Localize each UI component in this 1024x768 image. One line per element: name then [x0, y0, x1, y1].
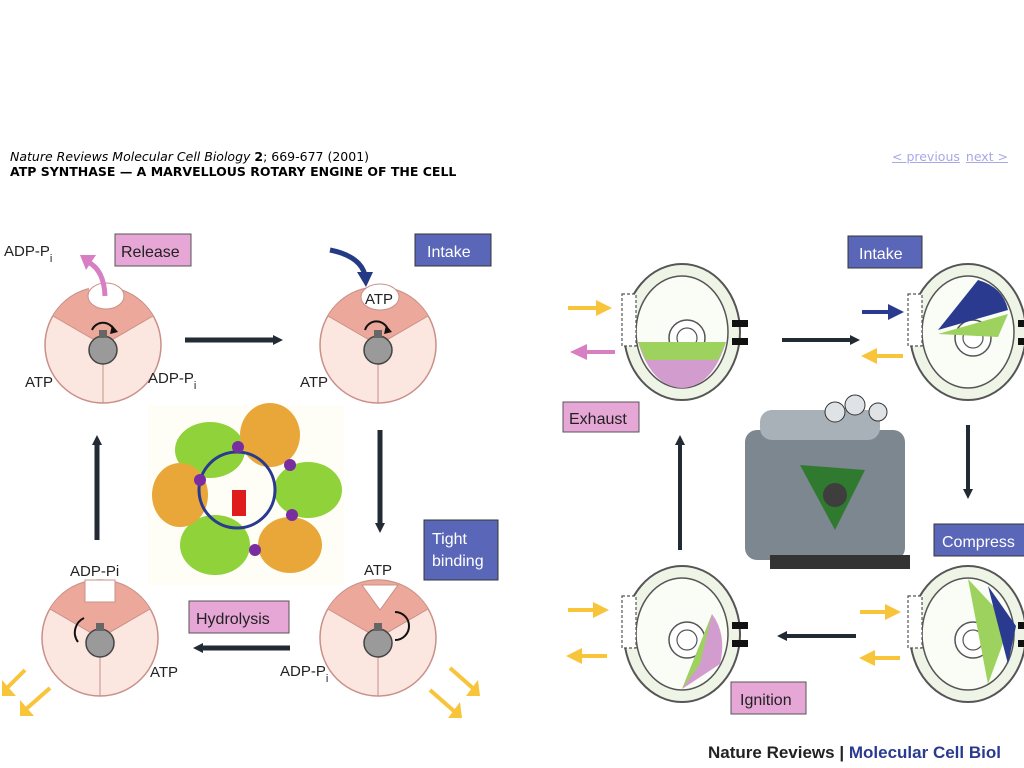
release-label-box	[114, 233, 192, 267]
release-pocket	[87, 282, 125, 310]
hydrolysis-label: Hydrolysis	[196, 611, 270, 628]
left-binding-change-panel: Release Intake Tight binding Hydrolysis …	[2, 233, 499, 718]
atp-tl-label: ATP	[25, 374, 53, 391]
ignition-flow-arrows	[566, 602, 609, 664]
intake-flow-arrows	[861, 304, 904, 364]
proton-arrows-bottom-left	[2, 668, 52, 716]
ignition-label: Ignition	[740, 692, 792, 709]
engine-intake-label: Intake	[859, 246, 903, 263]
exhaust-label-box	[562, 401, 640, 433]
wankel-intake	[907, 263, 1024, 401]
engine-intake-label-box	[847, 235, 923, 269]
wankel-compress	[907, 565, 1024, 703]
proton-arrows-bottom-right	[428, 666, 480, 718]
adp-pi-tl-label: ADP-Pi	[148, 370, 196, 392]
f1-crystal-structure-image	[148, 403, 344, 585]
footer-separator: |	[839, 743, 844, 762]
adp-pi-release-label: ADP-Pi	[4, 243, 52, 265]
wankel-exhaust	[621, 263, 749, 401]
release-label: Release	[121, 244, 180, 261]
release-arrow-icon	[86, 259, 108, 297]
adp-pi-br-label: ADP-Pi	[280, 663, 328, 685]
intake-arrow-icon	[329, 247, 368, 276]
previous-link[interactable]: < previous	[892, 149, 960, 164]
tight-binding-label-line1: Tight	[432, 531, 468, 548]
right-wankel-engine-panel: Intake Exhaust Compress Ignition	[562, 235, 1024, 715]
adp-pi-bl-label: ADP-Pi	[70, 563, 119, 580]
article-title: ATP SYNTHASE — A MARVELLOUS ROTARY ENGIN…	[10, 164, 457, 179]
atp-tr-label: ATP	[300, 374, 328, 391]
footer-credit: Nature Reviews | Molecular Cell Biol	[708, 743, 1001, 762]
citation-header: Nature Reviews Molecular Cell Biology 2;…	[10, 149, 456, 179]
slide-navigation: < previous next >	[892, 149, 1014, 164]
tight-binding-label-line2: binding	[432, 553, 484, 570]
next-link[interactable]: next >	[965, 149, 1009, 164]
tight-binding-label-box	[423, 519, 499, 581]
atp-br-label: ATP	[364, 562, 392, 579]
volume-number: 2	[254, 149, 264, 164]
rotary-engine-photo	[740, 394, 910, 570]
hydrolysis-label-box	[188, 600, 290, 634]
exhaust-label: Exhaust	[569, 411, 627, 428]
compress-flow-arrows	[859, 604, 901, 666]
compress-label: Compress	[942, 534, 1015, 551]
compress-label-box	[933, 523, 1024, 557]
atp-bl-label: ATP	[150, 664, 178, 681]
intake-left-label-box	[414, 233, 492, 267]
atp-intake-label: ATP	[365, 291, 393, 308]
footer-journal: Molecular Cell Biol	[849, 743, 1001, 762]
footer-brand: Nature Reviews	[708, 743, 835, 762]
exhaust-flow-arrows	[568, 300, 615, 360]
pages-year: ; 669-677 (2001)	[263, 149, 370, 164]
intake-left-label: Intake	[427, 244, 471, 261]
journal-name: Nature Reviews Molecular Cell Biology	[10, 149, 251, 164]
wankel-ignition	[621, 565, 749, 703]
ignition-label-box	[730, 681, 807, 715]
